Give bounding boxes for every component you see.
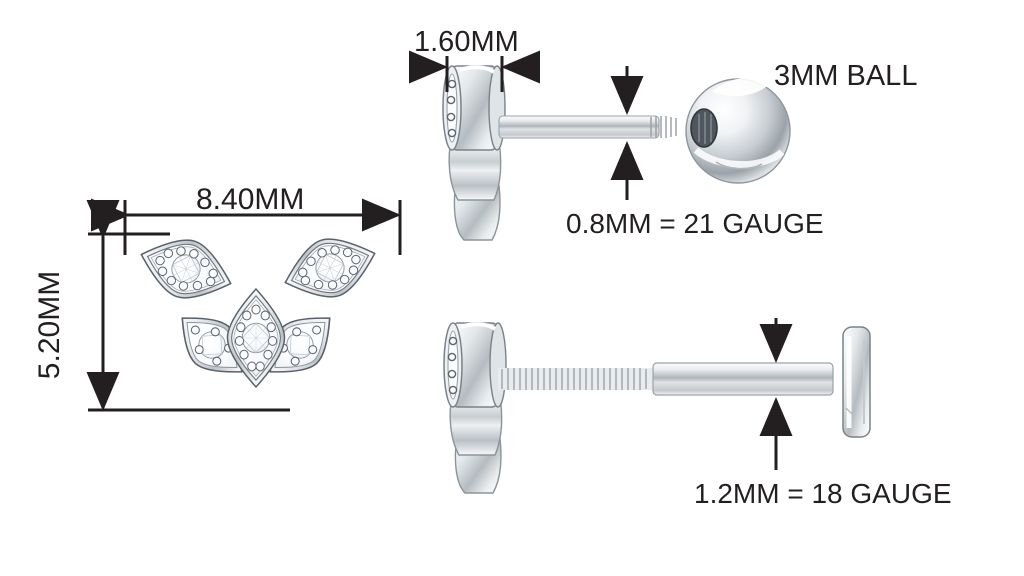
dimension-width (91, 198, 402, 255)
bottom-thread (501, 368, 647, 390)
top-motif-pave (446, 79, 457, 138)
dimension-rim (409, 50, 540, 92)
bottom-motif-pave (447, 336, 458, 395)
dimension-label-gauge-18: 1.2MM = 18 GAUGE (694, 478, 952, 509)
top-post (498, 115, 660, 139)
dimension-height (86, 200, 290, 412)
dimension-label-rim: 1.60MM (414, 26, 519, 58)
bottom-screw-body (498, 368, 654, 390)
dimension-label-height: 5.20MM (33, 270, 67, 380)
top-motif-edge-view (442, 65, 506, 241)
top-thread (650, 116, 677, 138)
dimension-label-ball: 3MM BALL (774, 60, 918, 92)
top-assembly (442, 65, 791, 241)
bottom-bar (652, 362, 834, 396)
bottom-assembly (443, 322, 871, 494)
bottom-motif-edge-view (443, 322, 507, 494)
dimension-label-width: 8.40MM (196, 183, 305, 216)
labret-disc (842, 326, 871, 438)
dimension-label-gauge-21: 0.8MM = 21 GAUGE (566, 208, 824, 239)
ball-closure (685, 77, 791, 184)
